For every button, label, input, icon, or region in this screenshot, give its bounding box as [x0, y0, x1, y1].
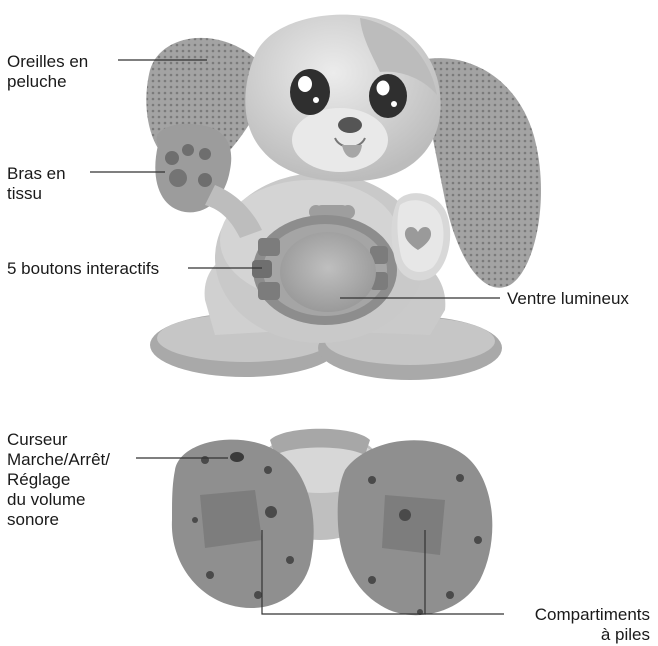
left-eye — [290, 69, 330, 115]
label-belly: Ventre lumineux — [507, 289, 629, 309]
label-switch: Curseur Marche/Arrêt/ Réglage du volume … — [7, 430, 110, 530]
underside-figure — [172, 429, 492, 615]
label-ears: Oreilles en peluche — [7, 52, 88, 92]
right-eye — [369, 74, 407, 118]
switch — [230, 452, 244, 462]
belly-light — [280, 232, 376, 312]
label-buttons: 5 boutons interactifs — [7, 259, 159, 279]
label-arms: Bras en tissu — [7, 164, 66, 204]
puppy-figure — [146, 15, 541, 380]
label-battery: Compartiments à piles — [535, 605, 650, 645]
nose — [338, 117, 362, 133]
